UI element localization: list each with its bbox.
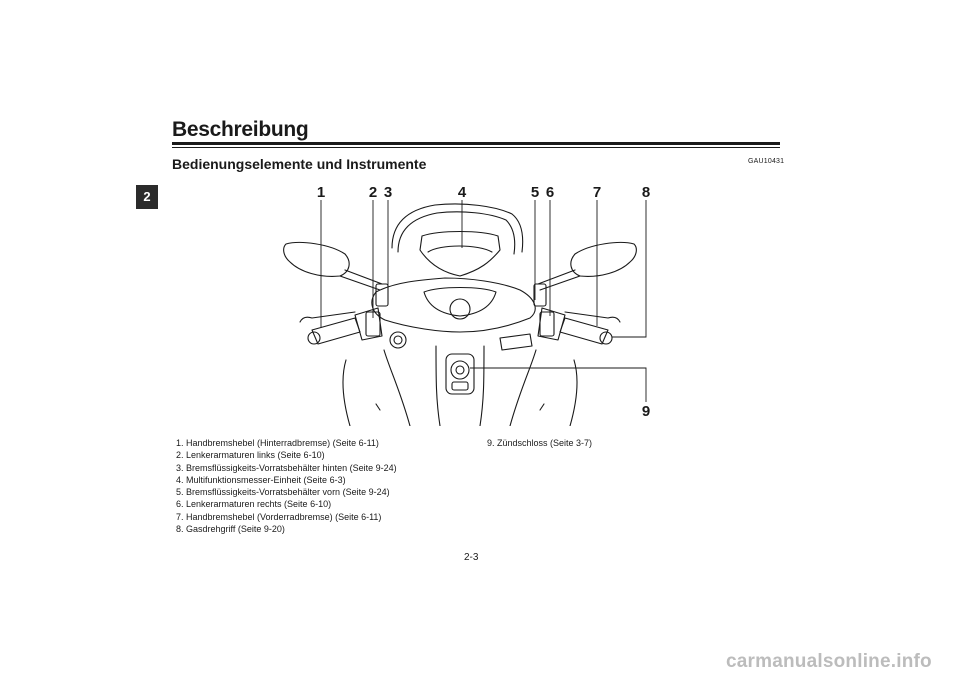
legend-item: 3. Bremsflüssigkeits-Vorratsbehälter hin… [176,462,397,473]
legend-item: 8. Gasdrehgriff (Seite 9-20) [176,524,285,535]
legend-item: 2. Lenkerarmaturen links (Seite 6-10) [176,450,325,461]
legend-item: 7. Handbremshebel (Vorderradbremse) (Sei… [176,511,382,522]
legend-item: 4. Multifunktionsmesser-Einheit (Seite 6… [176,474,346,485]
scooter-handlebar-illustration: 1 2 3 4 5 6 7 8 9 [283,184,650,426]
callout-4: 4 [458,184,467,201]
legend-list: 1. Handbremshebel (Hinterradbremse) (Sei… [176,437,397,535]
legend-item: 6. Lenkerarmaturen rechts (Seite 6-10) [176,499,332,510]
leader-9 [470,367,647,402]
chapter-tab: 2 [136,185,158,209]
left-mirror [283,241,350,277]
watermark: carmanualsonline.info [726,651,932,672]
page-number: 2-3 [464,552,479,563]
callout-6: 6 [546,184,554,201]
section-code: GAU10431 [748,158,785,165]
legend-item: 1. Handbremshebel (Hinterradbremse) (Sei… [176,438,379,448]
legend-item: 5. Bremsflüssigkeits-Vorratsbehälter vor… [176,487,390,498]
right-mirror [570,241,637,277]
section-heading: Bedienungselemente und Instrumente [172,156,427,172]
ignition-switch [445,353,475,395]
callout-3: 3 [384,184,392,201]
title-rule-thick [172,142,780,145]
legend-list-right: 9. Zündschloss (Seite 3-7) [487,437,592,449]
windscreen [391,203,524,253]
page-title: Beschreibung [172,118,309,141]
legend-item: 9. Zündschloss (Seite 3-7) [487,438,593,448]
title-rule-thin [172,147,780,148]
callout-7: 7 [593,184,601,201]
callout-5: 5 [531,184,539,201]
callout-1: 1 [317,184,325,201]
instrument-cluster [419,231,501,277]
callout-2: 2 [369,184,377,201]
center-cap [449,298,471,320]
leader-8 [612,200,647,338]
callout-8: 8 [642,184,650,201]
callout-9: 9 [642,403,650,420]
